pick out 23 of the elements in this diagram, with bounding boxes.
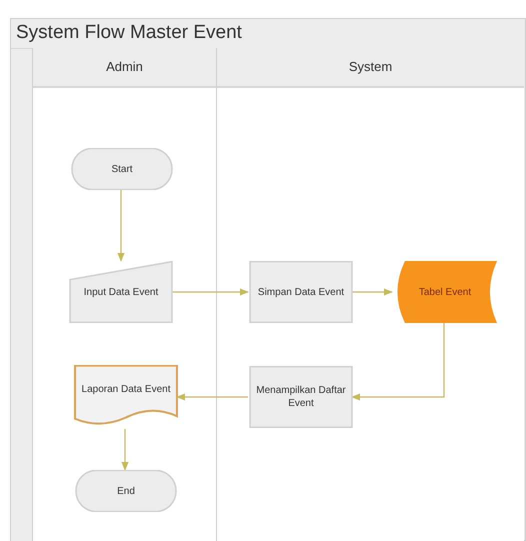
terminal-shape <box>71 148 173 190</box>
node-label: Input Data Event <box>84 286 158 298</box>
diagram-title: System Flow Master Event <box>16 21 242 46</box>
node-label: Simpan Data Event <box>258 286 344 298</box>
arrow <box>351 323 445 401</box>
node-label: Menampilkan Daftar Event <box>255 384 347 410</box>
node-label: Start <box>111 162 133 176</box>
arrow <box>176 393 248 401</box>
process-box <box>249 366 353 428</box>
manual-input-shape <box>69 261 173 323</box>
arrow <box>172 288 249 296</box>
node-label: Laporan Data Event <box>82 382 170 396</box>
lane-label: System <box>348 58 392 76</box>
terminal-shape <box>75 470 177 512</box>
arrow <box>121 429 129 471</box>
arrow <box>117 190 125 262</box>
swimlane <box>216 48 524 541</box>
node-label: Tabel Event <box>418 286 472 298</box>
arrow <box>352 288 393 296</box>
lane-label: Admin <box>106 58 143 76</box>
node-label: End <box>117 484 135 498</box>
process-box <box>249 261 353 323</box>
swimlane <box>32 48 216 541</box>
